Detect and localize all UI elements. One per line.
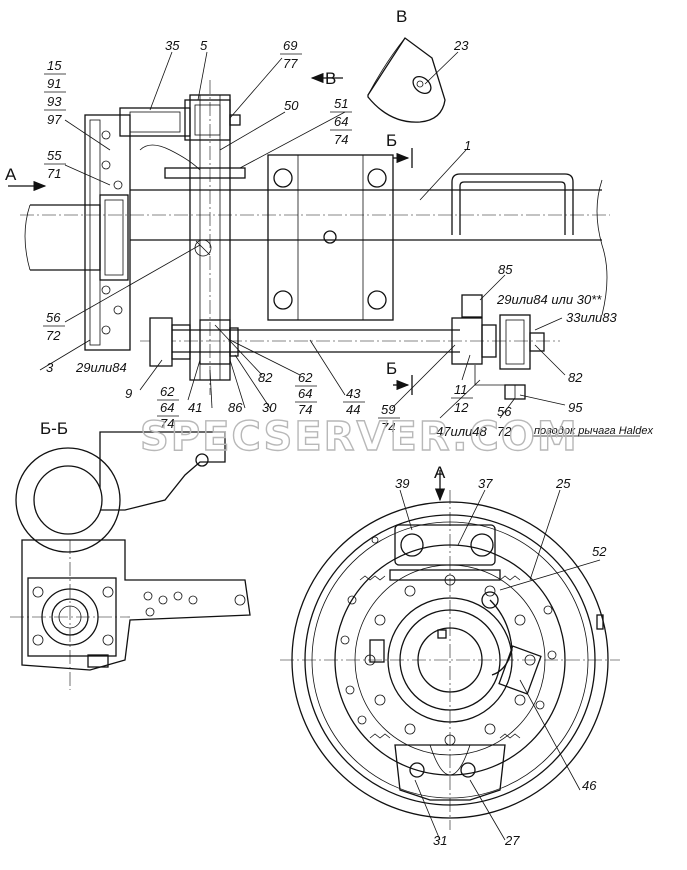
callout-56-b: 56	[497, 404, 512, 419]
label-section-bb: Б-Б	[40, 419, 68, 438]
callout-56-a: 56	[46, 310, 61, 325]
callout-30: 30	[262, 400, 277, 415]
callout-95: 95	[568, 400, 583, 415]
section-bb	[10, 431, 251, 690]
callout-27: 27	[504, 833, 520, 848]
callout-74-a: 74	[334, 132, 348, 147]
callout-33-83: 33или83	[566, 310, 617, 325]
label-b-top: Б	[386, 131, 397, 150]
callout-72-a: 72	[46, 328, 61, 343]
axle-top-view	[20, 80, 610, 400]
callout-29-84: 29или84	[75, 360, 127, 375]
callout-29-84-30: 29или84 или 30**	[496, 292, 602, 307]
callout-11: 11	[454, 382, 468, 397]
callout-46: 46	[582, 778, 597, 793]
callout-haldex: поводок рычага Haldex	[534, 425, 653, 437]
callout-74-b: 74	[298, 402, 312, 417]
labels: В В A Б Б Б-Б A 35 5 69 77 23 15 91 93 9…	[5, 7, 653, 848]
callout-64-a: 64	[334, 114, 348, 129]
callout-37: 37	[478, 476, 493, 491]
callout-41: 41	[188, 400, 202, 415]
callout-44: 44	[346, 402, 360, 417]
callout-85: 85	[498, 262, 513, 277]
callout-31: 31	[433, 833, 447, 848]
label-view-a: A	[434, 463, 446, 482]
callout-9: 9	[125, 386, 132, 401]
callout-74-c: 74	[381, 420, 395, 435]
callout-1: 1	[464, 138, 471, 153]
detail-view-b	[367, 37, 446, 123]
brake-drum-view-a	[280, 490, 620, 830]
label-arrow-v: В	[325, 69, 336, 88]
hub-bolts	[340, 574, 557, 746]
callout-64-b: 64	[298, 386, 312, 401]
callout-51: 51	[334, 96, 348, 111]
callout-72-b: 72	[497, 424, 512, 439]
callout-52: 52	[592, 544, 607, 559]
watermark: SPECSERVER.COM	[140, 414, 579, 460]
callout-82-b: 82	[568, 370, 583, 385]
label-section-v: В	[396, 7, 407, 26]
section-markers	[8, 72, 446, 502]
callout-25: 25	[555, 476, 571, 491]
callout-71: 71	[47, 166, 61, 181]
callout-3: 3	[46, 360, 54, 375]
label-b-bottom: Б	[386, 359, 397, 378]
callout-47-48: 47или48	[436, 424, 487, 439]
callout-62-a: 62	[298, 370, 313, 385]
callout-86: 86	[228, 400, 243, 415]
callout-12: 12	[454, 400, 469, 415]
callout-15: 15	[47, 58, 62, 73]
leader-lines	[39, 51, 640, 841]
callout-50: 50	[284, 98, 299, 113]
callout-97: 97	[47, 112, 62, 127]
callout-93: 93	[47, 94, 62, 109]
callout-5: 5	[200, 38, 208, 53]
callout-39: 39	[395, 476, 409, 491]
callout-62-b: 62	[160, 384, 175, 399]
label-arrow-a-left: A	[5, 165, 17, 184]
callout-23: 23	[453, 38, 469, 53]
callout-91: 91	[47, 76, 61, 91]
callout-82-a: 82	[258, 370, 273, 385]
callout-64-c: 64	[160, 400, 174, 415]
callout-69: 69	[283, 38, 297, 53]
callout-74-d: 74	[160, 416, 174, 431]
callout-35: 35	[165, 38, 180, 53]
callout-55: 55	[47, 148, 62, 163]
callout-77: 77	[283, 56, 298, 71]
callout-59: 59	[381, 402, 395, 417]
callout-43: 43	[346, 386, 361, 401]
